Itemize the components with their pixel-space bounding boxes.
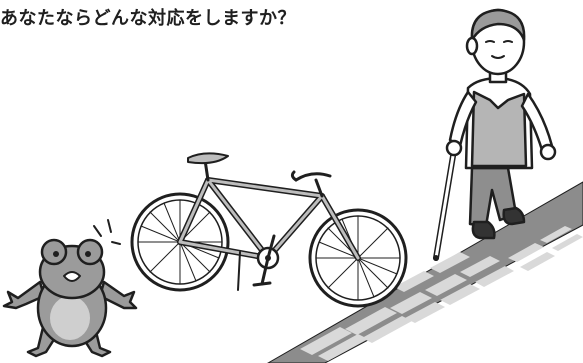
tactile-paving-icon — [266, 181, 583, 363]
frog-icon — [2, 219, 138, 358]
bicycle-icon — [130, 152, 408, 308]
caption-question: あなたならどんな対応をしますか？ — [0, 8, 296, 29]
person-with-white-cane-icon — [433, 8, 557, 261]
